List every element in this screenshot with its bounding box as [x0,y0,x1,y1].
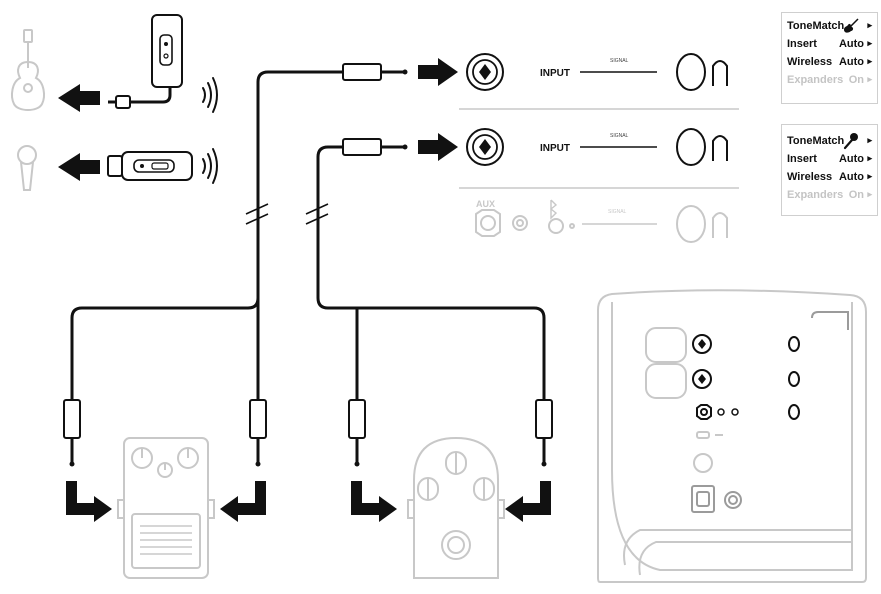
chevron-right-icon: ▸ [867,56,872,66]
signal-label: SIGNAL [608,209,627,215]
bluetooth-button[interactable] [548,218,564,234]
chevron-right-icon: ▸ [867,189,872,199]
row-label: Wireless [787,56,833,68]
chevron-right-icon: ▸ [867,135,872,145]
row-value: Auto [838,153,864,165]
row-label: Insert [787,153,817,165]
row-label: Insert [787,38,817,50]
microphone-icon [843,133,858,150]
elbow-arrow-left-icon [505,481,551,522]
bluetooth-icon [549,199,558,220]
arrow-right-icon [418,58,458,86]
volume-indicator-icon [712,60,728,86]
signal-label: SIGNAL [610,58,629,64]
expanders-row[interactable]: Expanders On ▸ [787,74,872,90]
gain-knob[interactable] [676,128,706,166]
row-label: Expanders [787,74,844,86]
elbow-arrow-left-icon [220,481,266,522]
plug-pedal-2-output [535,399,553,467]
row-label: Expanders [787,189,844,201]
row-value: Auto [838,56,864,68]
speaker-input-jack [692,369,712,389]
row-value: Auto [838,171,864,183]
plug-channel-2 [342,138,408,156]
effects-pedal-fuzz [407,436,505,579]
channel-2-settings-panel: ToneMatch ▸ Insert Auto ▸ Wireless Auto … [781,124,878,216]
speaker-input-jack [692,334,712,354]
aux-label: AUX [476,199,495,209]
plug-pedal-2-input [348,399,366,467]
cable-channel-2 [316,145,546,400]
channel-strip-1: INPUT SIGNAL [466,53,728,91]
row-label: ToneMatch [787,20,845,32]
row-value: Auto [838,38,864,50]
chevron-right-icon: ▸ [867,153,872,163]
arrow-left-icon [58,153,100,181]
channel-strip-2: INPUT SIGNAL [466,128,728,166]
wireless-signal-icon [202,77,218,113]
row-label: ToneMatch [787,135,845,147]
channel-1-settings-panel: ToneMatch ▸ Insert Auto ▸ Wireless Auto … [781,12,878,104]
plug-pedal-1-output [249,399,267,467]
speaker-back-panel [597,289,867,583]
channel-strip-aux: AUX SIGNAL [475,199,728,243]
wireless-transmitter-guitar [108,14,183,109]
chevron-right-icon: ▸ [867,20,872,30]
chevron-right-icon: ▸ [867,74,872,84]
volume-indicator-icon [712,135,728,161]
elbow-arrow-right-icon [66,481,112,522]
gain-knob[interactable] [676,53,706,91]
acoustic-guitar-icon [11,29,45,111]
expanders-row[interactable]: Expanders On ▸ [787,189,872,205]
wireless-signal-icon [202,148,218,184]
insert-row[interactable]: Insert Auto ▸ [787,153,872,169]
effects-pedal-overdrive [117,437,215,579]
chevron-right-icon: ▸ [867,171,872,181]
elbow-arrow-right-icon [351,481,397,522]
chevron-right-icon: ▸ [867,38,872,48]
guitar-icon [843,18,859,33]
cable-break-mark [245,203,329,225]
insert-row[interactable]: Insert Auto ▸ [787,38,872,54]
wireless-transmitter-mic [107,151,193,181]
tonematch-row[interactable]: ToneMatch ▸ [787,18,872,36]
wireless-row[interactable]: Wireless Auto ▸ [787,56,872,72]
cable-channel-1 [70,70,343,400]
arrow-left-icon [58,84,100,112]
input-label: INPUT [540,68,570,79]
row-label: Wireless [787,171,833,183]
signal-label: SIGNAL [610,133,629,139]
arrow-right-icon [418,133,458,161]
row-value: On [848,74,864,86]
tonematch-row[interactable]: ToneMatch ▸ [787,133,872,151]
plug-channel-1 [342,63,408,81]
plug-pedal-1-input [63,399,81,467]
microphone-icon [17,145,37,191]
wireless-row[interactable]: Wireless Auto ▸ [787,171,872,187]
input-label: INPUT [540,143,570,154]
row-value: On [848,189,864,201]
